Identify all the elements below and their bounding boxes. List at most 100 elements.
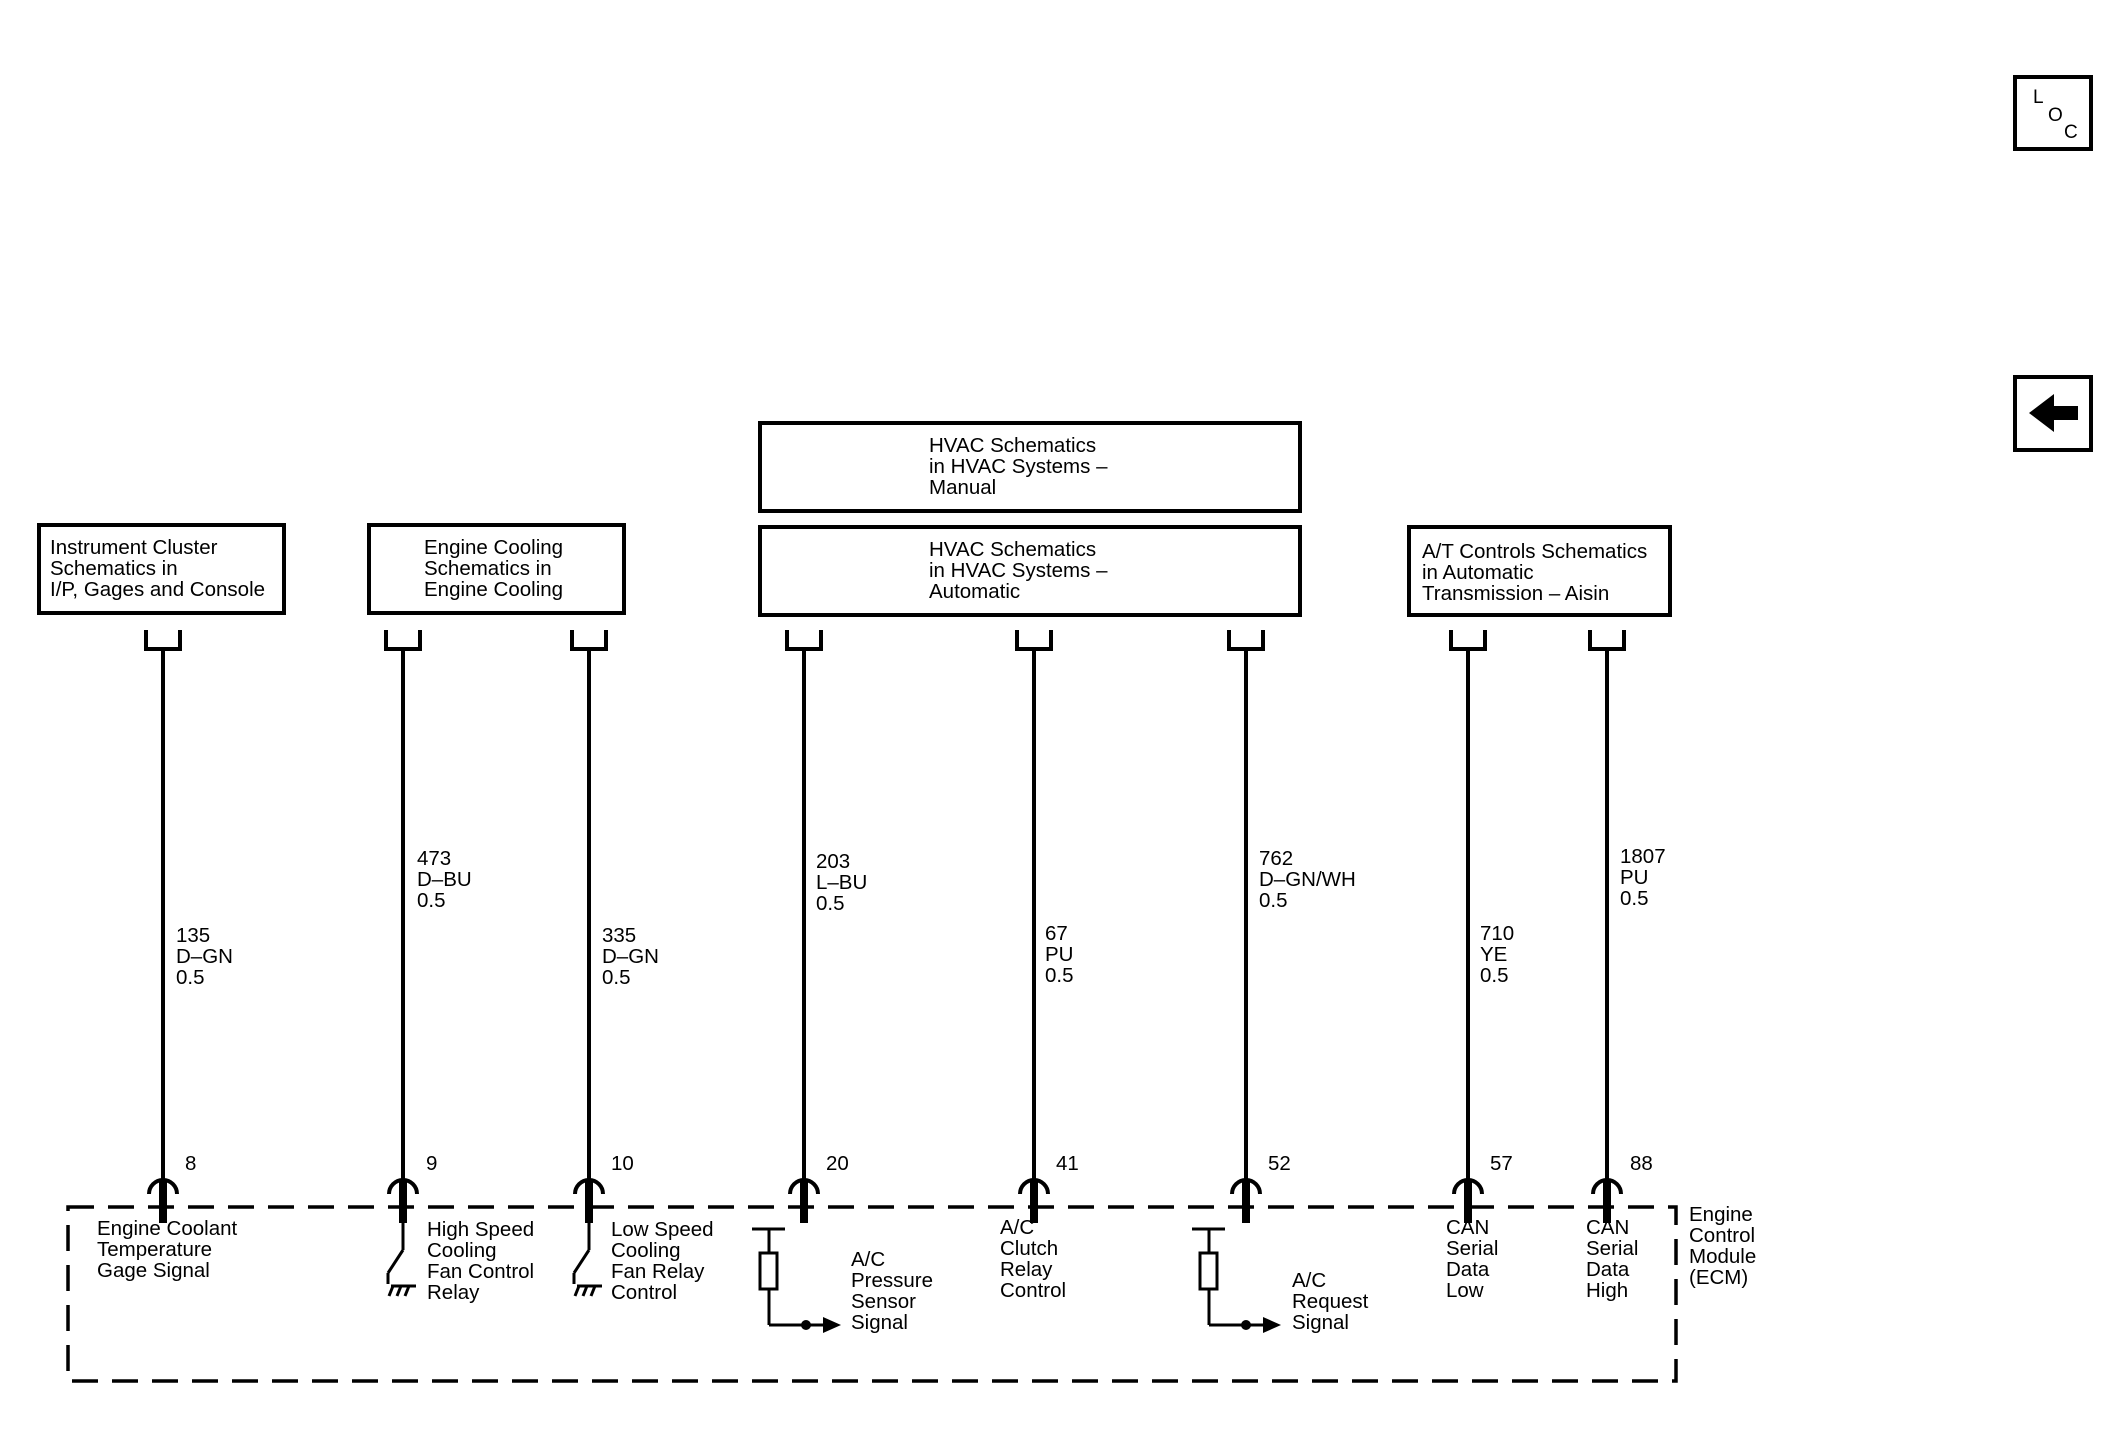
ref-box-instrument-cluster[interactable]: Instrument Cluster Schematics in I/P, Ga… (37, 523, 286, 615)
box-frame (758, 421, 1302, 513)
function-line: Cooling (611, 1239, 681, 1262)
circuit-number: 473 (417, 847, 451, 870)
function-line: CAN (1446, 1216, 1489, 1239)
wire-gauge: 0.5 (1045, 964, 1074, 987)
pin-number: 57 (1490, 1152, 1513, 1175)
pin-number: 9 (426, 1152, 437, 1175)
function-line: CAN (1586, 1216, 1629, 1239)
box-line: A/T Controls Schematics (1422, 540, 1647, 563)
wire-color: D–GN (602, 945, 659, 968)
wire-gauge: 0.5 (602, 966, 631, 989)
connector-bracket-1807 (1588, 630, 1626, 651)
wire-color: D–GN (176, 945, 233, 968)
loc-letter-l: L (2033, 87, 2044, 108)
box-frame (1407, 525, 1672, 617)
connector-bracket-67 (1015, 630, 1053, 651)
ecm-module-label: Engine Control Module (ECM) (1689, 1203, 1756, 1289)
wires (144, 630, 1626, 1223)
terminal-pin-335 (585, 1180, 593, 1223)
function-line: Request (1292, 1290, 1369, 1313)
terminal-pin-710 (1464, 1180, 1472, 1223)
pin-number: 8 (185, 1152, 196, 1175)
circuit-number: 135 (176, 924, 210, 947)
box-line: Instrument Cluster (50, 536, 218, 559)
circuit-number: 67 (1045, 922, 1068, 945)
module-name-line: Module (1689, 1245, 1756, 1268)
box-line: Manual (929, 476, 996, 499)
wire-label-710: 710 YE 0.5 (1480, 922, 1514, 987)
pin-number: 41 (1056, 1152, 1079, 1175)
arrow-left-icon (2029, 394, 2078, 432)
function-line: Serial (1586, 1237, 1638, 1260)
pin-function-57: CAN Serial Data Low (1446, 1216, 1498, 1302)
function-line: High Speed (427, 1218, 534, 1241)
function-line: Clutch (1000, 1237, 1058, 1260)
function-line: Low Speed (611, 1218, 714, 1241)
ref-box-hvac-manual[interactable]: HVAC Schematics in HVAC Systems – Manual (758, 421, 1302, 513)
ref-box-hvac-automatic[interactable]: HVAC Schematics in HVAC Systems – Automa… (758, 525, 1302, 617)
loc-button-frame (2013, 75, 2093, 151)
switch-to-ground-icon (386, 1223, 416, 1297)
connector-bracket-710 (1449, 630, 1487, 651)
box-line: Engine Cooling (424, 578, 563, 601)
module-name-line: Engine (1689, 1203, 1753, 1226)
terminal-pin-135 (159, 1180, 167, 1223)
function-line: A/C (1000, 1216, 1034, 1239)
pin-number: 52 (1268, 1152, 1291, 1175)
ecm-module-outline (66, 1205, 1678, 1383)
function-line: Fan Relay (611, 1260, 705, 1283)
wire-color: D–BU (417, 868, 472, 891)
module-name-line: (ECM) (1689, 1266, 1748, 1289)
box-line: I/P, Gages and Console (50, 578, 265, 601)
pin-function-52: A/C Request Signal (1292, 1269, 1369, 1334)
function-line: Sensor (851, 1290, 916, 1313)
box-line: Schematics in (50, 557, 178, 580)
function-line: Control (611, 1281, 677, 1304)
box-line: HVAC Schematics (929, 538, 1096, 561)
terminal-pin-473 (399, 1180, 407, 1223)
function-line: Engine Coolant (97, 1217, 237, 1240)
wire-color: PU (1620, 866, 1648, 889)
pin-function-88: CAN Serial Data High (1586, 1216, 1638, 1302)
box-line: Transmission – Aisin (1422, 582, 1609, 605)
wire-gauge: 0.5 (1620, 887, 1649, 910)
pin-function-8: Engine Coolant Temperature Gage Signal (97, 1217, 237, 1282)
connector-bracket-762 (1227, 630, 1265, 651)
wire-gauge: 0.5 (1480, 964, 1509, 987)
box-line: in HVAC Systems – (929, 455, 1108, 478)
wire-gauge: 0.5 (417, 889, 446, 912)
box-line: HVAC Schematics (929, 434, 1096, 457)
box-line: Engine Cooling (424, 536, 563, 559)
wire-gauge: 0.5 (176, 966, 205, 989)
pin-number: 88 (1630, 1152, 1653, 1175)
box-frame (37, 523, 286, 615)
function-line: Data (1446, 1258, 1490, 1281)
back-button[interactable] (2013, 375, 2093, 452)
wire-gauge: 0.5 (1259, 889, 1288, 912)
function-line: Pressure (851, 1269, 933, 1292)
terminal-pin-67 (1030, 1180, 1038, 1223)
loc-button[interactable]: L O C (2013, 75, 2093, 151)
box-line: Automatic (929, 580, 1020, 603)
circuit-number: 1807 (1620, 845, 1666, 868)
function-line: Data (1586, 1258, 1630, 1281)
function-line: Signal (1292, 1311, 1349, 1334)
wire-color: D–GN/WH (1259, 868, 1356, 891)
pull-up-resistor-icon (752, 1227, 841, 1333)
function-line: High (1586, 1279, 1628, 1302)
loc-letter-o: O (2048, 105, 2063, 126)
wire-color: YE (1480, 943, 1507, 966)
wire-label-203: 203 L–BU 0.5 (816, 850, 867, 915)
switch-to-ground-icon (572, 1223, 602, 1297)
function-line: Cooling (427, 1239, 497, 1262)
pin-function-9: High Speed Cooling Fan Control Relay (427, 1218, 534, 1304)
ref-box-engine-cooling[interactable]: Engine Cooling Schematics in Engine Cool… (367, 523, 626, 615)
pin-number: 10 (611, 1152, 634, 1175)
loc-letter-c: C (2064, 122, 2078, 143)
wire-gauge: 0.5 (816, 892, 845, 915)
function-line: Relay (427, 1281, 480, 1304)
pull-up-resistor-icon (1192, 1227, 1281, 1333)
connector-bracket-135 (144, 630, 182, 651)
ref-box-at-controls[interactable]: A/T Controls Schematics in Automatic Tra… (1407, 525, 1672, 617)
